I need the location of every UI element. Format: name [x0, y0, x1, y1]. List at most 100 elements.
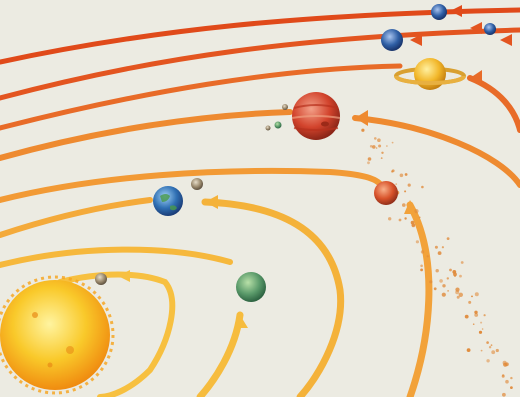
asteroid — [435, 269, 439, 273]
orbit-mars-arc — [406, 201, 433, 397]
asteroid — [446, 277, 449, 280]
asteroid — [367, 157, 372, 161]
uranus — [381, 29, 403, 51]
asteroid — [510, 386, 513, 389]
asteroid — [377, 138, 381, 142]
asteroid — [447, 290, 449, 292]
asteroid — [369, 145, 373, 148]
orbit-saturn — [0, 63, 403, 131]
asteroid — [480, 321, 483, 324]
sun — [0, 275, 115, 395]
asteroid — [480, 349, 483, 352]
asteroid — [483, 314, 486, 317]
asteroid — [375, 147, 378, 149]
asteroid — [381, 151, 384, 154]
arrow-jupiter — [355, 110, 368, 126]
asteroid — [505, 379, 509, 384]
asteroid — [407, 183, 411, 187]
asteroid — [404, 217, 407, 220]
arrow-saturn-arc — [470, 70, 482, 86]
jupiter-moon-1 — [282, 104, 288, 110]
asteroid — [474, 292, 479, 297]
asteroid — [411, 224, 415, 228]
orbit-jupiter — [0, 109, 293, 161]
orbit-arrows — [118, 5, 512, 328]
orbit-venus-arc — [196, 311, 244, 397]
asteroid — [464, 314, 469, 319]
asteroid — [472, 323, 475, 326]
arrow-venus — [234, 315, 248, 328]
asteroid — [468, 300, 472, 304]
orbit-earth — [0, 197, 153, 238]
jupiter-moon-2 — [274, 121, 282, 129]
asteroid — [481, 328, 484, 330]
arrow-earth — [205, 195, 218, 209]
asteroid — [372, 145, 376, 149]
asteroid — [490, 344, 493, 347]
earth — [153, 186, 183, 216]
orbit-mercury — [57, 271, 176, 397]
asteroid — [434, 245, 438, 249]
moon — [191, 178, 203, 190]
asteroid — [441, 246, 444, 249]
asteroid — [402, 203, 406, 207]
asteroid — [486, 341, 489, 344]
asteroid — [449, 268, 452, 272]
orbit-jupiter-arc — [352, 115, 520, 188]
asteroid — [404, 173, 408, 176]
asteroid — [510, 376, 513, 380]
asteroid — [429, 280, 433, 284]
asteroid — [460, 261, 464, 264]
orbit-uranus — [0, 27, 520, 101]
asteroid — [491, 350, 496, 355]
arrow-neptune — [450, 5, 462, 17]
asteroid — [415, 240, 419, 244]
asteroid — [418, 216, 421, 219]
asteroid — [486, 359, 490, 363]
asteroid — [505, 362, 509, 367]
asteroid — [399, 173, 404, 178]
asteroid — [471, 295, 473, 298]
orbit-earth-arc — [201, 198, 345, 397]
asteroid — [474, 310, 478, 314]
asteroid — [502, 392, 506, 397]
asteroid — [420, 268, 423, 272]
asteroid — [420, 250, 425, 254]
arrow-saturn — [410, 34, 422, 46]
asteroid — [478, 330, 483, 334]
asteroid — [420, 264, 423, 268]
asteroid — [421, 185, 424, 189]
asteroid — [433, 287, 437, 291]
asteroid — [380, 157, 383, 160]
asteroid — [439, 279, 443, 283]
jupiter-moon-3 — [265, 125, 271, 131]
asteroid — [426, 255, 429, 258]
mars — [374, 181, 398, 205]
asteroid — [388, 217, 392, 221]
asteroid — [404, 190, 407, 193]
asteroid — [456, 295, 460, 299]
asteroid-belt — [361, 128, 513, 397]
neptune — [431, 4, 447, 20]
asteroid — [459, 274, 462, 278]
saturn — [394, 58, 466, 90]
arrow-uranus-2 — [500, 34, 512, 46]
asteroid — [453, 272, 457, 277]
venus — [236, 272, 266, 302]
asteroid — [502, 374, 505, 377]
mercury — [95, 273, 107, 285]
asteroid — [488, 346, 492, 349]
asteroid — [398, 218, 402, 222]
asteroid — [391, 170, 394, 173]
asteroid — [395, 183, 398, 185]
asteroid — [454, 275, 456, 277]
pluto — [484, 23, 496, 35]
asteroid — [414, 209, 419, 214]
orbit-mars — [0, 167, 383, 203]
asteroid — [442, 284, 446, 288]
asteroid — [474, 313, 479, 317]
asteroid — [410, 220, 415, 225]
asteroid — [386, 145, 388, 147]
